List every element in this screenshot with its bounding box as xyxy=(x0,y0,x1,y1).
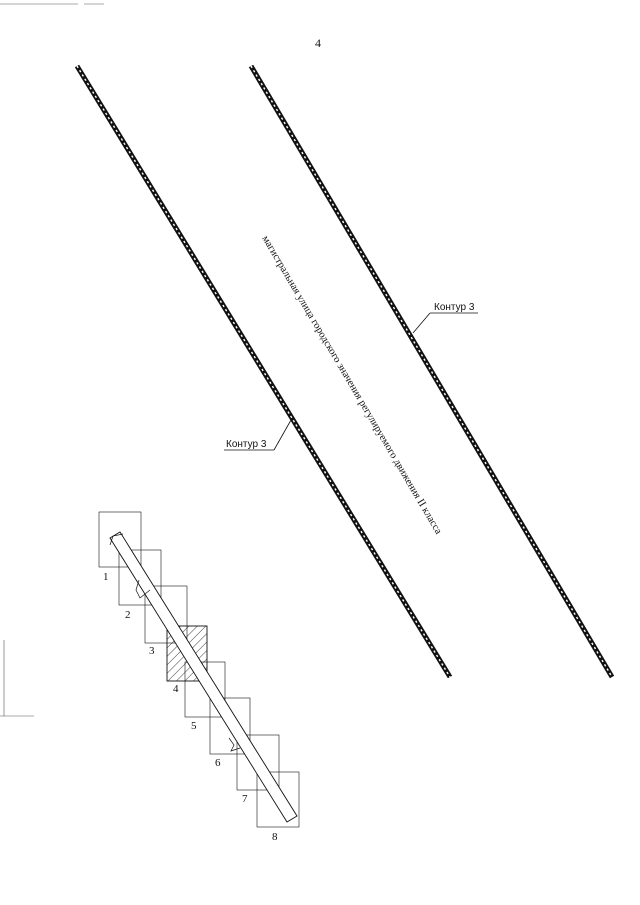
margin-marks xyxy=(0,3,104,717)
contour-callout-left: Контур 3 xyxy=(224,419,292,451)
page-number: 4 xyxy=(315,36,321,50)
tile-number: 6 xyxy=(215,757,221,769)
tile-number-highlighted: 4 xyxy=(173,683,179,695)
contour-label-left: Контур 3 xyxy=(226,439,267,450)
tile-number: 3 xyxy=(149,645,155,657)
index-tile-frame xyxy=(184,661,226,718)
index-tile-frame xyxy=(209,697,251,755)
tile-number: 7 xyxy=(242,793,248,805)
index-tile-frame xyxy=(144,585,188,644)
contour-label-right: Контур 3 xyxy=(434,302,475,313)
road-detail xyxy=(109,533,124,546)
tile-number: 8 xyxy=(272,831,278,843)
contour-callout-right: Контур 3 xyxy=(412,302,478,334)
road-detail xyxy=(228,737,241,752)
road-label: магистральная улица городского значения … xyxy=(259,234,443,537)
index-tile-frame xyxy=(98,511,142,568)
tile-number: 1 xyxy=(103,571,109,583)
road-strip xyxy=(109,531,298,823)
road-detail xyxy=(135,579,151,599)
contour-boundary-left xyxy=(74,64,453,679)
tile-number: 2 xyxy=(125,609,131,621)
index-tile-frame xyxy=(118,549,162,606)
index-tile-frame xyxy=(256,771,300,828)
index-tile-frame xyxy=(236,734,280,791)
contour-boundary-right xyxy=(248,64,615,679)
index-tile-numbers: 1 2 3 4 5 6 7 8 xyxy=(103,571,278,843)
sheet-index-map xyxy=(98,511,300,828)
tile-number: 5 xyxy=(191,720,197,732)
